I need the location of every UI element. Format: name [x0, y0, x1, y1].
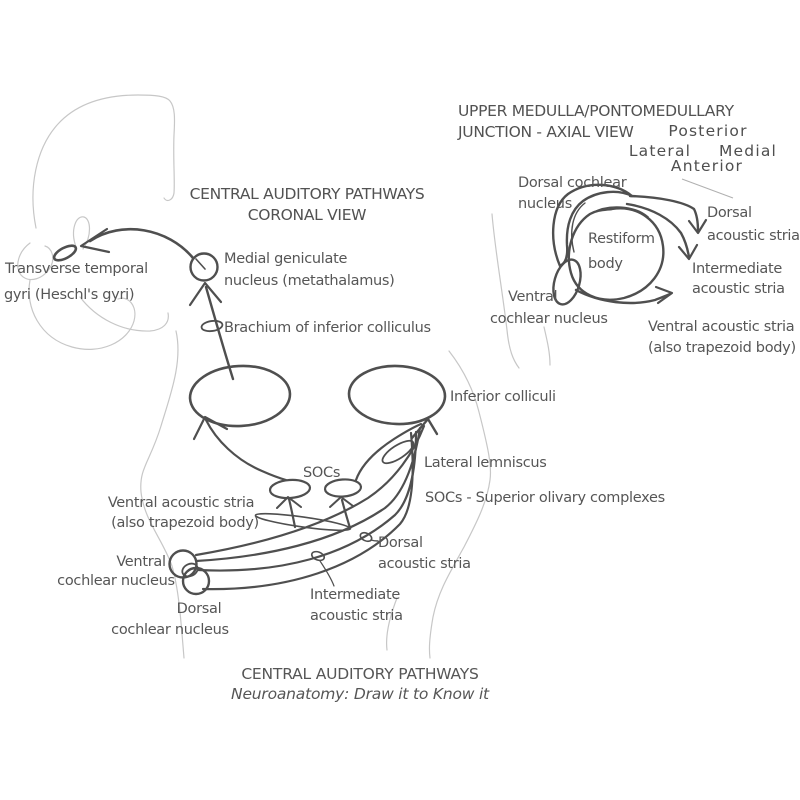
pathway-bundle-line-1	[194, 424, 426, 557]
brain-coronal-outline	[32, 94, 176, 229]
trapezoid-body-ellipse	[254, 512, 352, 532]
temporal-blob-main	[28, 279, 136, 350]
axial-leader-line	[681, 178, 734, 199]
dorsal-cochlear-nucleus-circle	[181, 566, 211, 596]
footer-title: CENTRAL AUDITORY PATHWAYS	[241, 665, 478, 683]
left-inferior-colliculus-ellipse	[188, 364, 292, 428]
label-ventral-acoustic-stria-2: (also trapezoid body)	[111, 515, 259, 531]
axial-intermediate-stria-arrowhead-icon	[677, 243, 699, 261]
label-lateral-lemniscus: Lateral lemniscus	[424, 455, 547, 471]
axial-label-ias-1: Intermediate	[692, 261, 782, 277]
left-soc-arrow-shaft	[287, 497, 297, 529]
label-dorsal-acoustic-stria-1: Dorsal	[378, 535, 423, 551]
axial-label-dcn-1: Dorsal cochlear	[518, 175, 627, 191]
label-dorsal-cochlear-nucleus-2: cochlear nucleus	[111, 622, 229, 638]
label-socs-legend: SOCs - Superior olivary complexes	[425, 490, 665, 506]
gyrus-petal-outline	[72, 216, 91, 250]
dorsal-stria-marker-tail	[370, 539, 379, 542]
brachium-ellipse	[200, 319, 224, 333]
axial-dcn-crescent-sketch	[571, 202, 586, 253]
axial-label-das-2: acoustic stria	[707, 228, 800, 244]
axial-label-vas-1: Ventral acoustic stria	[648, 319, 794, 335]
compass-lateral: Lateral	[629, 142, 691, 160]
intermediate-stria-marker	[310, 550, 326, 562]
mgn-arrowhead-icon	[188, 281, 223, 307]
pathway-bundle-line-4	[201, 431, 414, 591]
label-intermediate-acoustic-stria-1: Intermediate	[310, 587, 400, 603]
coronal-title-line2: CORONAL VIEW	[248, 206, 366, 224]
label-ventral-acoustic-stria-1: Ventral acoustic stria	[108, 495, 254, 511]
label-inferior-colliculi: Inferior colliculi	[450, 389, 556, 405]
axial-dcn-crescent	[551, 183, 634, 268]
label-ventral-cochlear-nucleus-1: Ventral	[116, 554, 165, 570]
axial-label-das-1: Dorsal	[707, 205, 752, 221]
label-medial-geniculate-2: nucleus (metathalamus)	[224, 273, 395, 289]
left-soc-arrowhead-icon	[276, 496, 302, 509]
intermediate-stria-leader	[319, 560, 335, 587]
medial-geniculate-circle	[189, 252, 219, 282]
temporal-inner-curve	[79, 296, 169, 332]
axial-label-vcn-2: cochlear nucleus	[490, 311, 608, 327]
left-soc-ellipse	[268, 478, 312, 500]
restiform-body-blob	[567, 207, 665, 301]
axial-drawing	[551, 183, 708, 306]
label-dorsal-cochlear-nucleus-1: Dorsal	[177, 601, 222, 617]
axial-ventral-stria-arrowhead-icon	[654, 285, 674, 305]
compass-anterior: Anterior	[671, 157, 743, 175]
axial-label-vcn-1: Ventral	[508, 289, 557, 305]
cochlear-nuclei-overlap-ellipse	[181, 562, 199, 578]
label-socs: SOCs	[303, 465, 340, 481]
right-inferior-colliculus-ellipse	[347, 364, 447, 426]
medial-geniculate-sketch-tick	[195, 258, 206, 270]
right-ic-arrowhead-icon	[410, 417, 439, 440]
label-brachium: Brachium of inferior colliculus	[224, 320, 431, 336]
labels: CENTRAL AUDITORY PATHWAYS CORONAL VIEW T…	[4, 102, 800, 703]
mgn-to-heschl-arrow-curve	[88, 228, 195, 260]
axial-dorsal-stria-arrowhead-icon	[687, 218, 708, 235]
axial-label-restiform-2: body	[588, 256, 623, 272]
heschl-gyri-ellipse	[52, 244, 78, 262]
label-transverse-temporal-2: gyri (Heschl's gyri)	[4, 287, 134, 303]
label-transverse-temporal-1: Transverse temporal	[4, 261, 148, 277]
faint-outlines	[17, 94, 734, 659]
axial-vcn-ellipse	[552, 258, 582, 306]
axial-label-restiform-1: Restiform	[588, 231, 655, 247]
right-soc-ellipse	[323, 478, 363, 498]
coronal-title-line1: CENTRAL AUDITORY PATHWAYS	[190, 185, 425, 203]
compass-posterior: Posterior	[668, 122, 747, 140]
temporal-blob-left	[17, 242, 54, 281]
lateral-lemniscus-ellipse	[381, 439, 415, 465]
axial-title-line2: JUNCTION - AXIAL VIEW	[457, 123, 634, 141]
axial-dorsal-stria-arrow	[628, 194, 700, 233]
right-soc-arrowhead-icon	[329, 496, 354, 508]
footer-subtitle: Neuroanatomy: Draw it to Know it	[231, 685, 490, 703]
label-ventral-cochlear-nucleus-2: cochlear nucleus	[57, 573, 175, 589]
axial-left-contour	[491, 213, 520, 369]
bottom-mid-contour	[385, 597, 398, 651]
axial-intermediate-stria-arrow	[625, 202, 691, 259]
heschl-arrowhead-icon	[79, 227, 111, 254]
coronal-drawing	[52, 227, 447, 596]
soc-to-left-ic-curve	[204, 418, 288, 482]
brachium-ascending-line	[204, 285, 235, 381]
axial-label-ias-2: acoustic stria	[692, 281, 785, 297]
right-soc-to-ic-curve	[354, 422, 423, 482]
left-ic-arrowhead-icon	[192, 415, 229, 441]
left-brainstem-contour	[140, 330, 185, 659]
axial-small-contour	[543, 326, 551, 366]
axial-title-line1: UPPER MEDULLA/PONTOMEDULLARY	[458, 102, 735, 120]
compass-medial: Medial	[719, 142, 777, 160]
right-soc-arrow-shaft	[340, 498, 352, 530]
restiform-body-sketch-arc	[591, 206, 649, 218]
axial-label-dcn-2: nucleus	[518, 196, 572, 212]
pathway-bundle-line-2	[194, 426, 422, 563]
axial-label-vas-2: (also trapezoid body)	[648, 340, 796, 356]
right-brainstem-contour	[428, 350, 492, 659]
label-dorsal-acoustic-stria-2: acoustic stria	[378, 556, 471, 572]
label-medial-geniculate-1: Medial geniculate	[224, 251, 347, 267]
label-intermediate-acoustic-stria-2: acoustic stria	[310, 608, 403, 624]
axial-ventral-stria-arrow	[574, 288, 672, 305]
